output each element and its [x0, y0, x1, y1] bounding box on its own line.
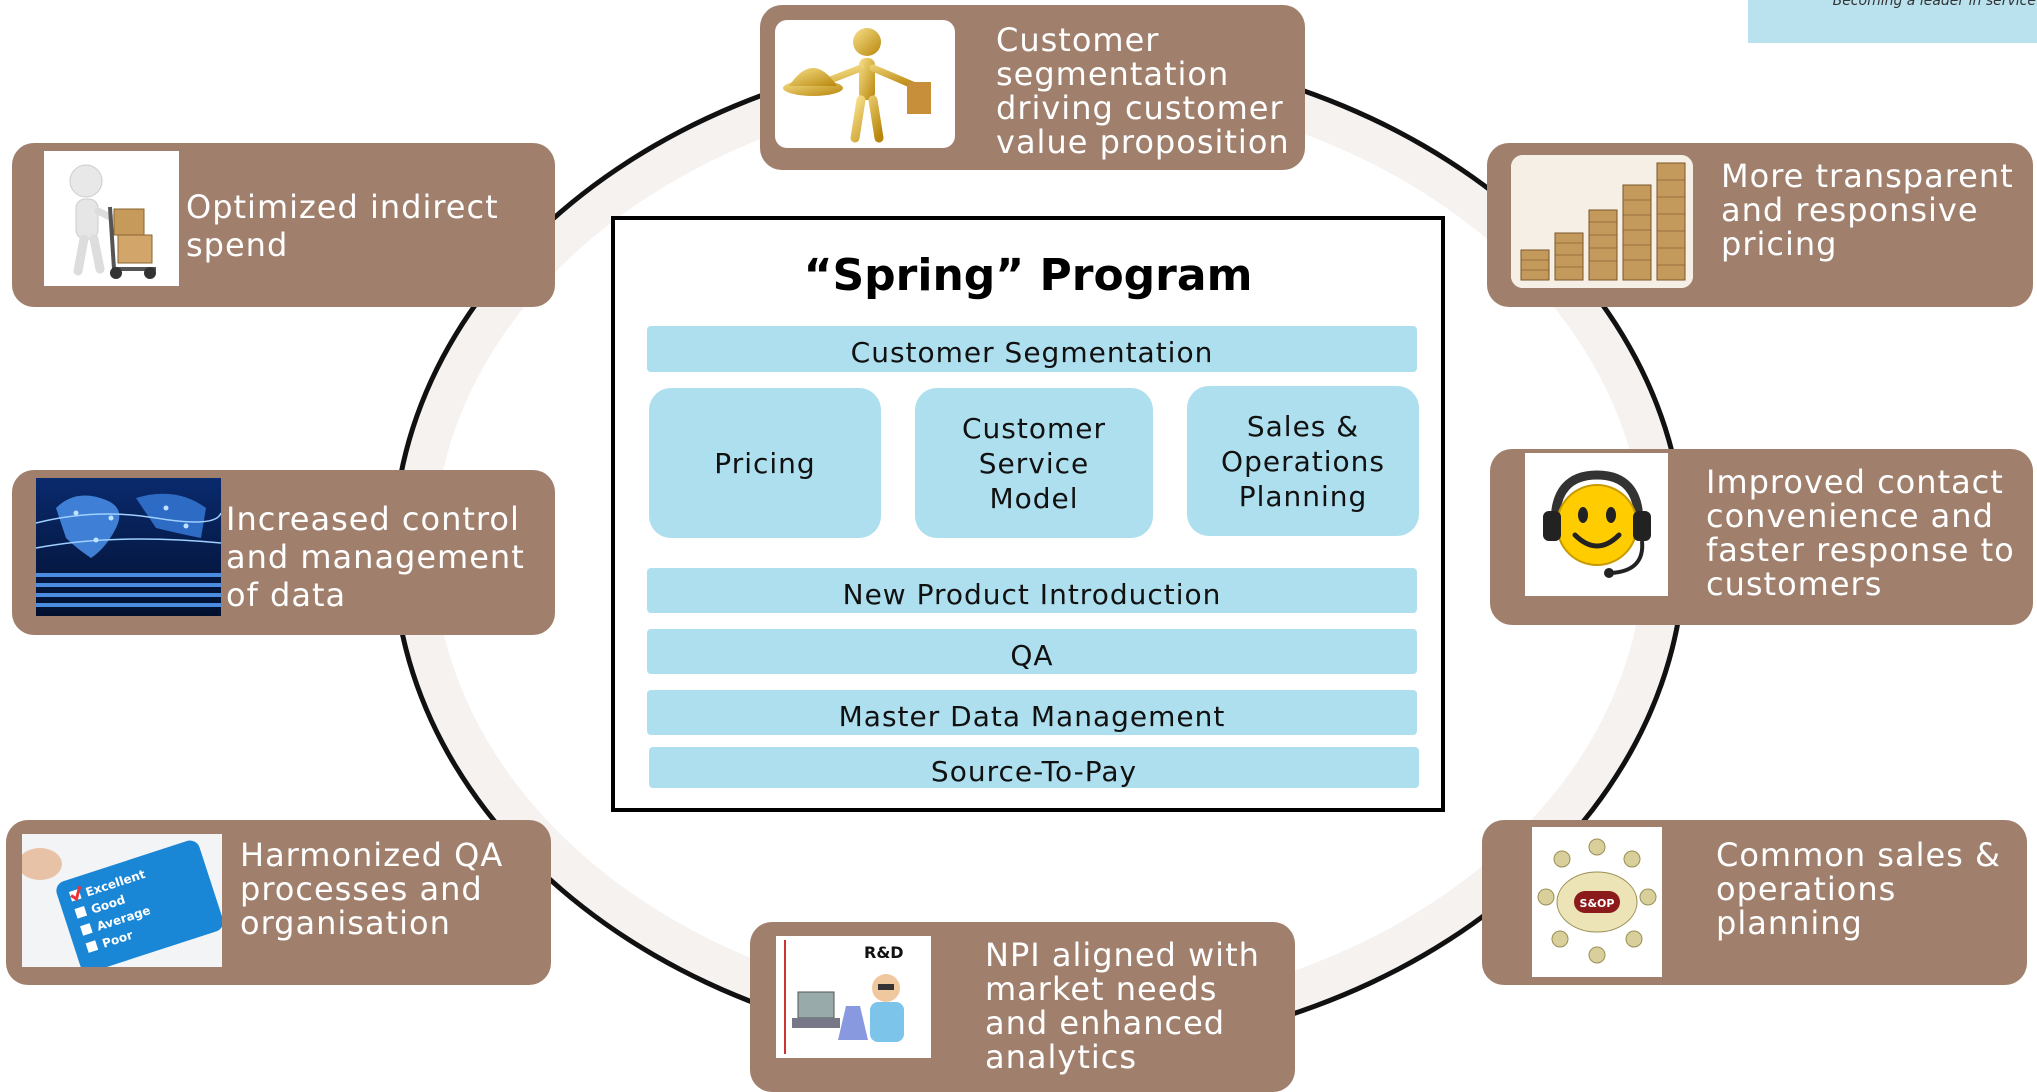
- coin-stacks-image: [1511, 155, 1693, 288]
- bar-master-data-management: Master Data Management: [647, 690, 1417, 735]
- waiter-figure-image: [775, 20, 955, 148]
- benefit-text-contact: Improved contact convenience and faster …: [1706, 463, 2015, 603]
- brand-tagline: Becoming a leader in service: [1832, 0, 2036, 9]
- box-pricing: Pricing: [649, 388, 881, 538]
- hand-truck-figure-image: [44, 151, 179, 286]
- spring-program-box: “Spring” Program Customer Segmentation P…: [611, 216, 1445, 812]
- box-customer-service-model-label: Customer Service Model: [961, 411, 1106, 515]
- benefit-card-indirect-spend: Optimized indirect spend: [12, 143, 555, 307]
- benefit-card-sop: S&OP Common sales & operations planning: [1482, 820, 2027, 985]
- bar-new-product-introduction: New Product Introduction: [647, 568, 1417, 613]
- box-sales-operations-planning-label: Sales & Operations Planning: [1221, 409, 1385, 513]
- sop-label: S&OP: [1580, 897, 1615, 910]
- benefit-text-npi: NPI aligned with market needs and enhanc…: [985, 936, 1260, 1076]
- rd-label: R&D: [864, 943, 904, 962]
- benefit-text-indirect-spend: Optimized indirect spend: [186, 188, 499, 264]
- brand-banner: Becoming a leader in service: [1748, 0, 2037, 43]
- benefit-text-sop: Common sales & operations planning: [1716, 836, 2001, 942]
- bar-qa-label: QA: [1010, 639, 1054, 672]
- program-title: “Spring” Program: [803, 250, 1253, 301]
- benefit-card-npi: R&D NPI aligned with market needs and en…: [750, 922, 1295, 1092]
- benefit-text-pricing: More transparent and responsive pricing: [1721, 157, 2014, 263]
- box-customer-service-model: Customer Service Model: [915, 388, 1153, 538]
- rd-lab-image: R&D: [776, 936, 931, 1058]
- bar-master-data-management-label: Master Data Management: [838, 700, 1226, 733]
- benefit-card-data: Increased control and management of data: [12, 470, 555, 635]
- bar-source-to-pay: Source-To-Pay: [649, 747, 1419, 788]
- benefit-card-pricing: More transparent and responsive pricing: [1487, 143, 2033, 307]
- box-sales-operations-planning: Sales & Operations Planning: [1187, 386, 1419, 536]
- bar-customer-segmentation: Customer Segmentation: [647, 326, 1417, 372]
- bar-new-product-introduction-label: New Product Introduction: [842, 578, 1222, 611]
- box-pricing-label: Pricing: [714, 446, 816, 480]
- globe-network-image: [36, 478, 221, 616]
- headset-smiley-image: [1525, 453, 1668, 596]
- benefit-card-qa: Excellent Good Average Poor Harmonized Q…: [6, 820, 551, 985]
- bar-customer-segmentation-label: Customer Segmentation: [850, 336, 1214, 369]
- benefit-text-qa: Harmonized QA processes and organisation: [240, 836, 504, 942]
- sop-meeting-image: S&OP: [1532, 827, 1662, 977]
- benefit-card-contact: Improved contact convenience and faster …: [1490, 449, 2033, 625]
- checklist-image: Excellent Good Average Poor: [22, 834, 222, 967]
- benefit-text-segmentation: Customer segmentation driving customer v…: [996, 21, 1290, 161]
- bar-source-to-pay-label: Source-To-Pay: [930, 755, 1138, 788]
- benefit-text-data: Increased control and management of data: [226, 500, 525, 614]
- bar-qa: QA: [647, 629, 1417, 674]
- benefit-card-segmentation: Customer segmentation driving customer v…: [760, 5, 1305, 170]
